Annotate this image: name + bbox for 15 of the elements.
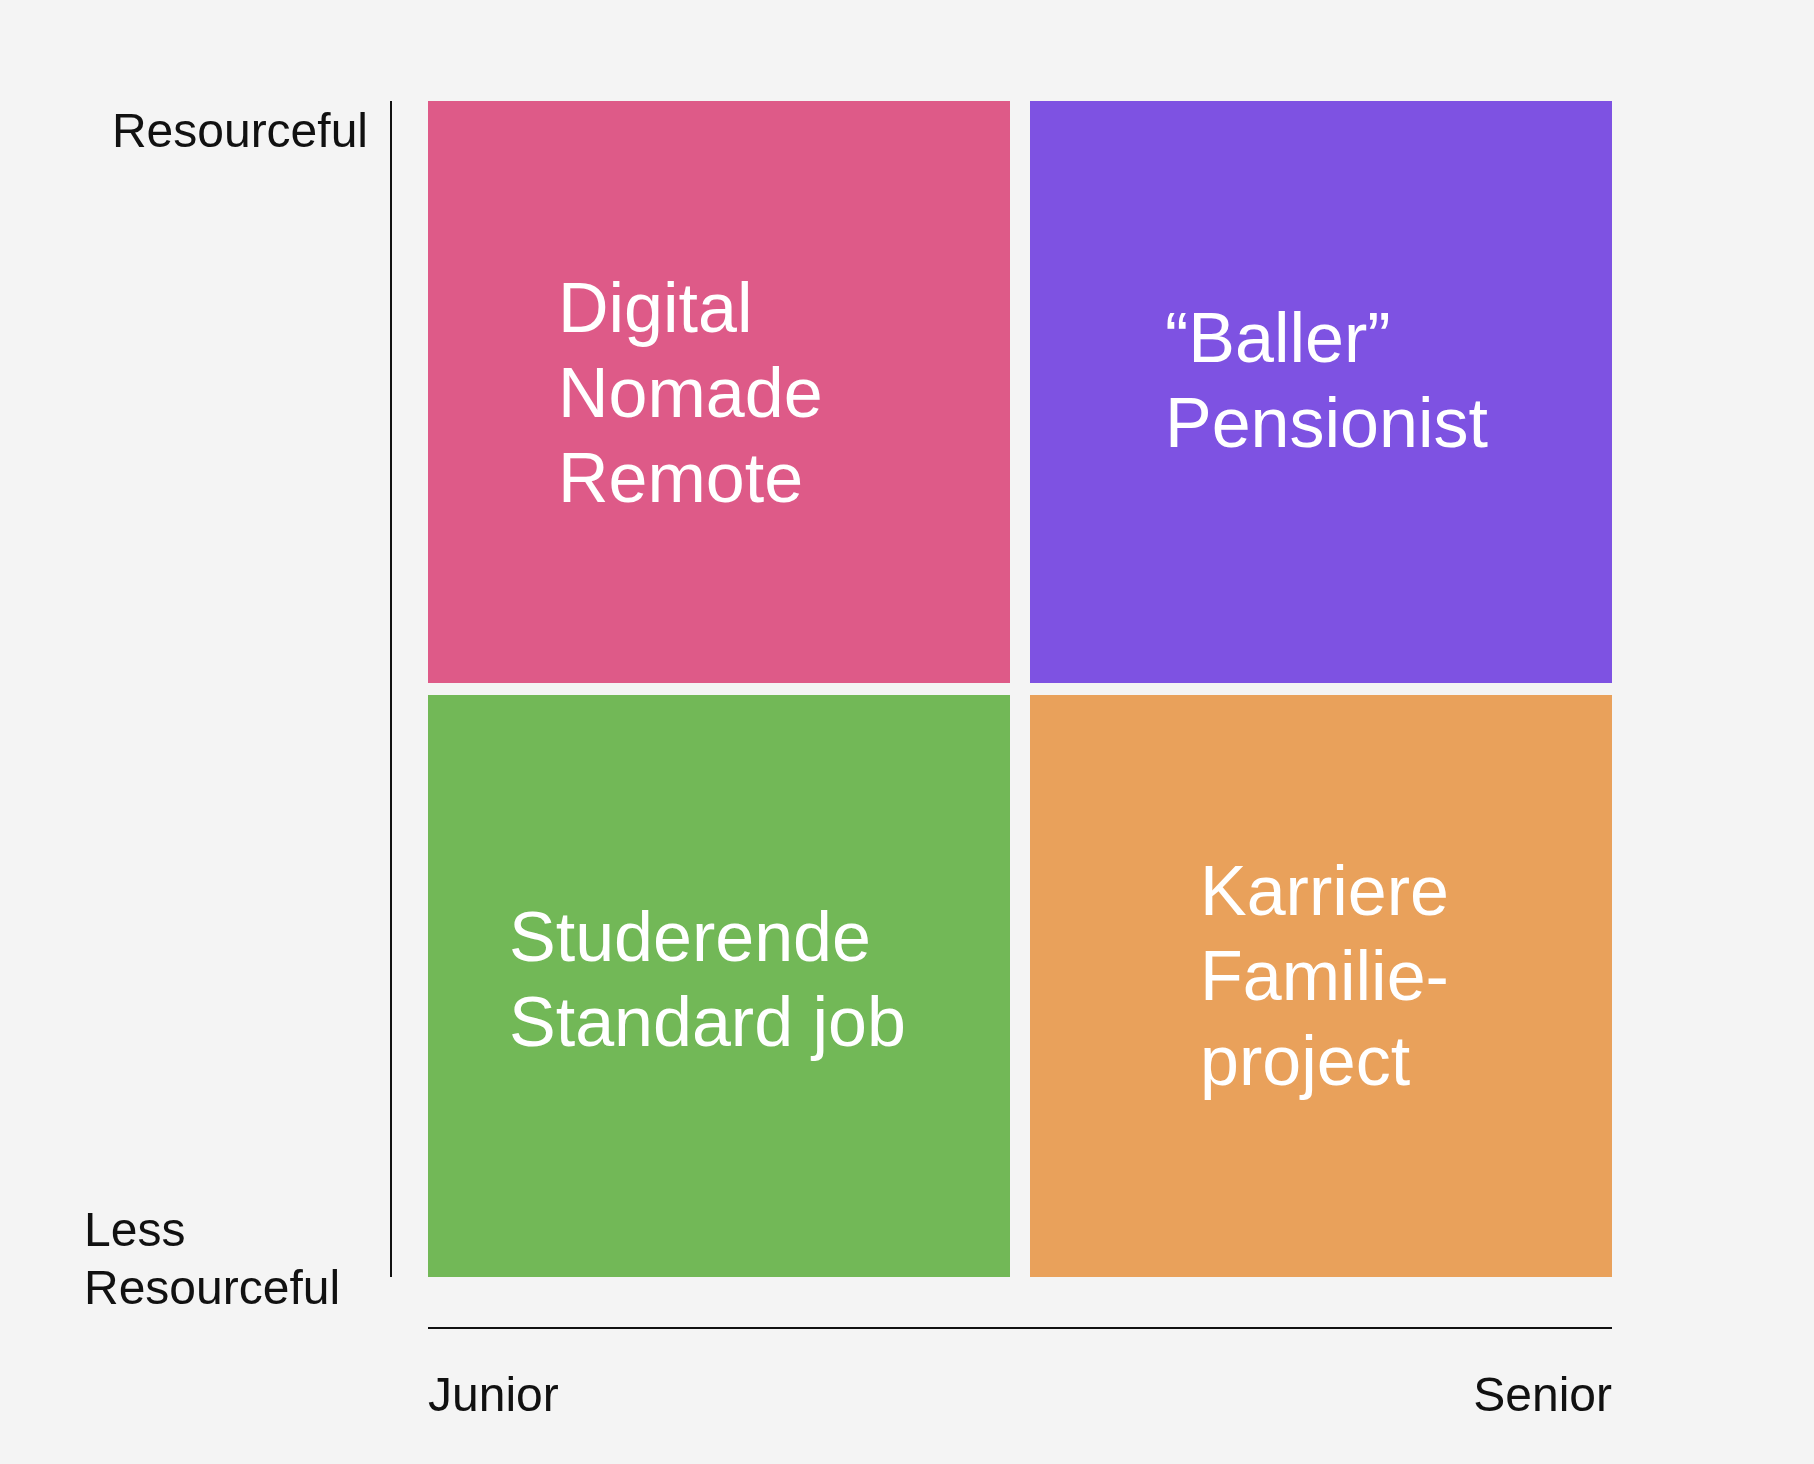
quadrant-label: “Baller” Pensionist bbox=[1165, 298, 1489, 464]
quadrant-label: Familie-project bbox=[1200, 936, 1450, 1102]
quadrant-box bbox=[1030, 695, 1612, 1277]
quadrant-label: Studerende bbox=[509, 897, 872, 978]
axis-label: Senior bbox=[1473, 1367, 1612, 1423]
quadrant-label: Karriere bbox=[1200, 851, 1450, 932]
axis-label: Resourceful bbox=[111, 103, 368, 159]
quadrant-box bbox=[428, 695, 1010, 1277]
quadrant-box bbox=[1030, 101, 1612, 683]
axis-label: Less Resourceful bbox=[84, 1202, 342, 1316]
axis-label: Junior bbox=[428, 1367, 559, 1423]
quadrant-box bbox=[428, 101, 1010, 683]
quadrant-label: Digital Nomade bbox=[558, 268, 824, 434]
quadrant-label: Remote bbox=[558, 438, 805, 519]
quadrant-label: Standard job bbox=[509, 982, 907, 1063]
